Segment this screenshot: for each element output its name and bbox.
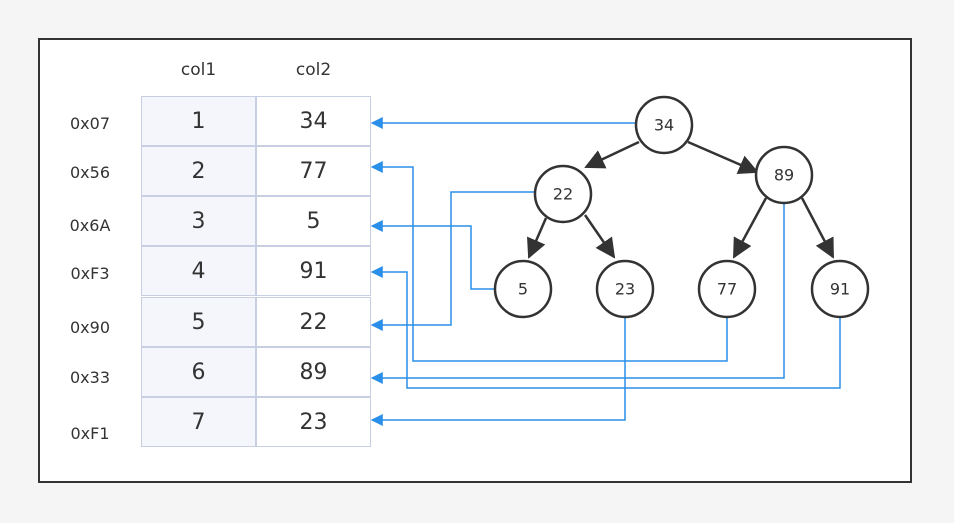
row-address: 0x56 xyxy=(69,163,110,182)
tree-node-22 xyxy=(533,164,593,224)
tree-node-label-77: 77 xyxy=(717,280,737,299)
row-address: 0x33 xyxy=(69,368,110,387)
tree-edge xyxy=(687,140,759,174)
tree-node-91 xyxy=(810,259,870,319)
tree-node-label-34: 34 xyxy=(654,116,674,135)
tree-node-label-5: 5 xyxy=(518,280,528,299)
tree-edge xyxy=(527,217,548,259)
tree-node-77 xyxy=(697,259,757,319)
pointer-line-23 xyxy=(370,318,626,426)
table-cell-col2: 91 xyxy=(256,246,371,296)
table-cell-col2: 89 xyxy=(256,347,371,397)
tree-node-label-23: 23 xyxy=(615,280,635,299)
tree-node-34 xyxy=(634,95,694,155)
tree-node-5 xyxy=(493,259,553,319)
row-address: 0xF3 xyxy=(70,264,110,283)
table-cell-col1: 7 xyxy=(141,397,256,447)
tree-edge xyxy=(732,197,768,259)
table-cell-col2: 22 xyxy=(256,297,371,347)
pointer-line-89 xyxy=(370,203,785,384)
tree-node-label-89: 89 xyxy=(774,166,794,185)
table-cell-col2: 77 xyxy=(256,146,371,196)
table-cell-col1: 2 xyxy=(141,146,256,196)
tree-node-23 xyxy=(595,259,655,319)
col2-header: col2 xyxy=(295,60,332,80)
table-cell-col1: 5 xyxy=(141,297,256,347)
tree-edge xyxy=(583,214,616,259)
tree-edge xyxy=(584,140,640,169)
tree-edge xyxy=(800,197,835,259)
table-cell-col1: 4 xyxy=(141,246,256,296)
pointer-line-91 xyxy=(370,266,841,389)
row-address: 0x90 xyxy=(69,318,110,337)
row-address: 0x6A xyxy=(69,216,111,235)
table-cell-col1: 6 xyxy=(141,347,256,397)
col1-header: col1 xyxy=(180,60,217,80)
table-cell-col1: 1 xyxy=(141,96,256,146)
row-address: 0x07 xyxy=(69,114,110,133)
row-address: 0xF1 xyxy=(70,424,110,443)
pointer-line-22 xyxy=(370,191,535,331)
tree-node-label-22: 22 xyxy=(553,185,573,204)
table-cell-col2: 23 xyxy=(256,397,371,447)
table-cell-col2: 5 xyxy=(256,196,371,246)
tree-node-label-91: 91 xyxy=(830,280,850,299)
table-cell-col2: 34 xyxy=(256,96,371,146)
tree-node-89 xyxy=(754,145,814,205)
pointer-line-5 xyxy=(370,220,495,290)
pointer-line-77 xyxy=(370,161,728,362)
table-cell-col1: 3 xyxy=(141,196,256,246)
